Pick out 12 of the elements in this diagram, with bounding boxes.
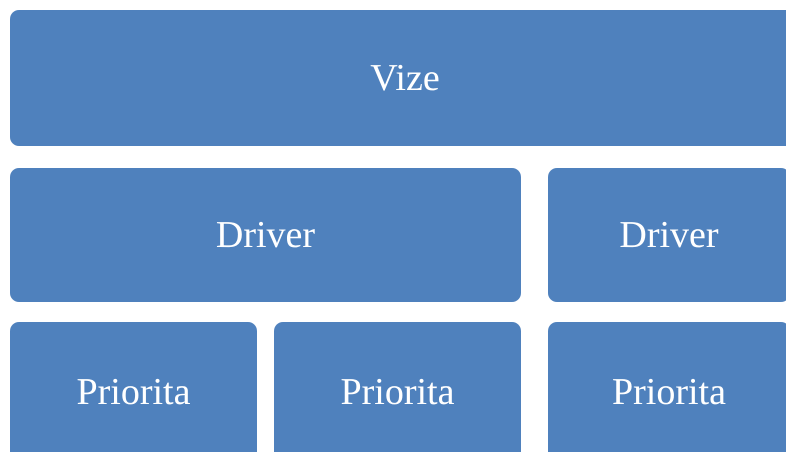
block xyxy=(274,322,521,452)
block-label: Priorita xyxy=(340,370,454,414)
block-label: Driver xyxy=(619,213,719,257)
block-label: Driver xyxy=(216,213,316,257)
block xyxy=(10,10,786,146)
block-label: Priorita xyxy=(612,370,726,414)
block xyxy=(548,168,786,302)
block xyxy=(10,322,257,452)
block-label: Priorita xyxy=(76,370,190,414)
block xyxy=(10,168,521,302)
block-label: Vize xyxy=(370,56,440,100)
block xyxy=(548,322,786,452)
